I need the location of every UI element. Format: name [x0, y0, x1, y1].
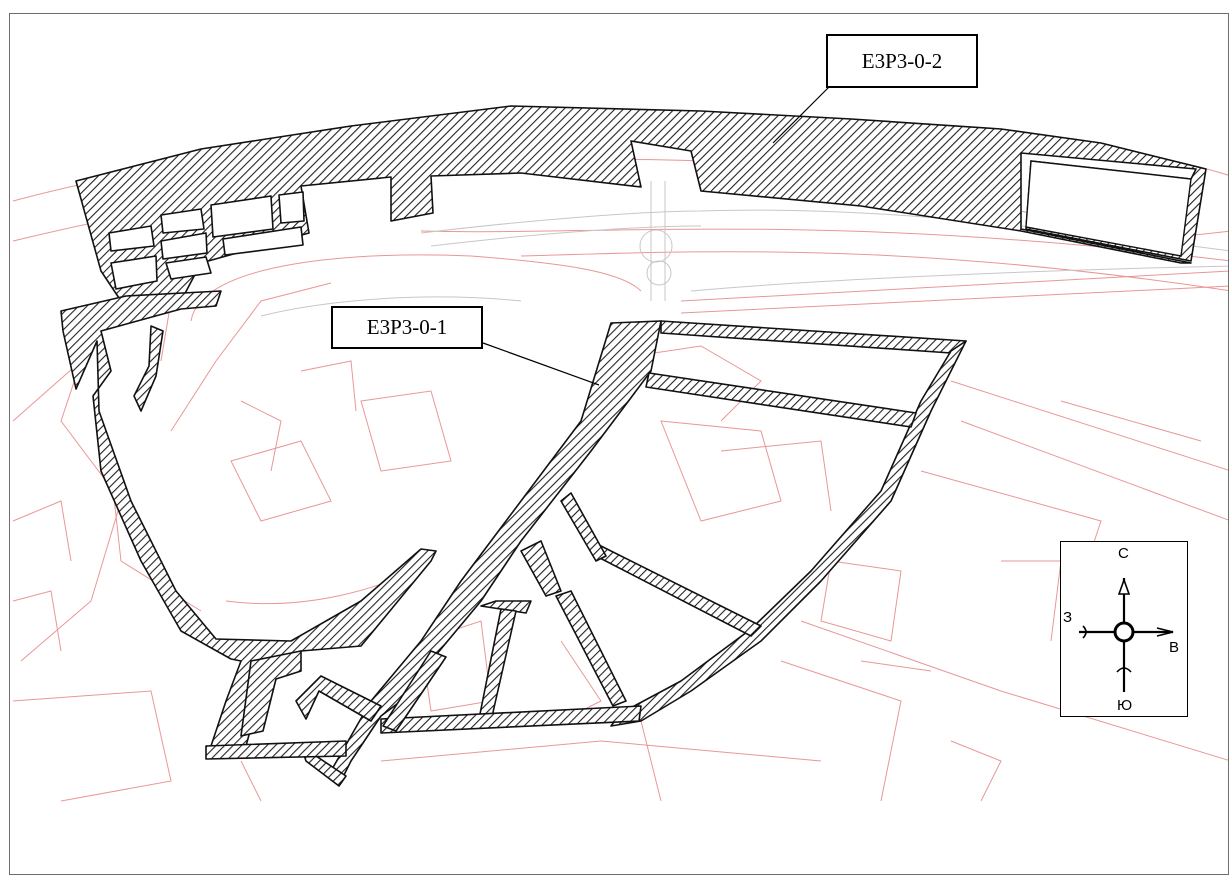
zoning-map	[12, 86, 1228, 802]
zone-e3r3-0-1	[60, 290, 967, 787]
zone-label-e3r3-0-2: Е3Р3-0-2	[826, 34, 978, 88]
compass-north-label: С	[1118, 545, 1129, 562]
compass-west-label: З	[1063, 609, 1073, 626]
compass-rose-icon: С З В Ю	[1060, 541, 1188, 717]
compass-south-label: Ю	[1117, 697, 1133, 714]
zone-e3r3-0-2	[75, 105, 1207, 302]
zone-2-gap	[1025, 160, 1192, 257]
leader-zone-2	[772, 86, 830, 144]
zone-label-e3r3-0-1: Е3Р3-0-1	[331, 306, 483, 349]
compass-graphic	[1079, 577, 1174, 692]
base-plan-lines	[12, 117, 1228, 802]
compass-east-label: В	[1169, 639, 1180, 656]
map-frame	[9, 13, 1229, 875]
leader-zone-1	[482, 342, 600, 386]
